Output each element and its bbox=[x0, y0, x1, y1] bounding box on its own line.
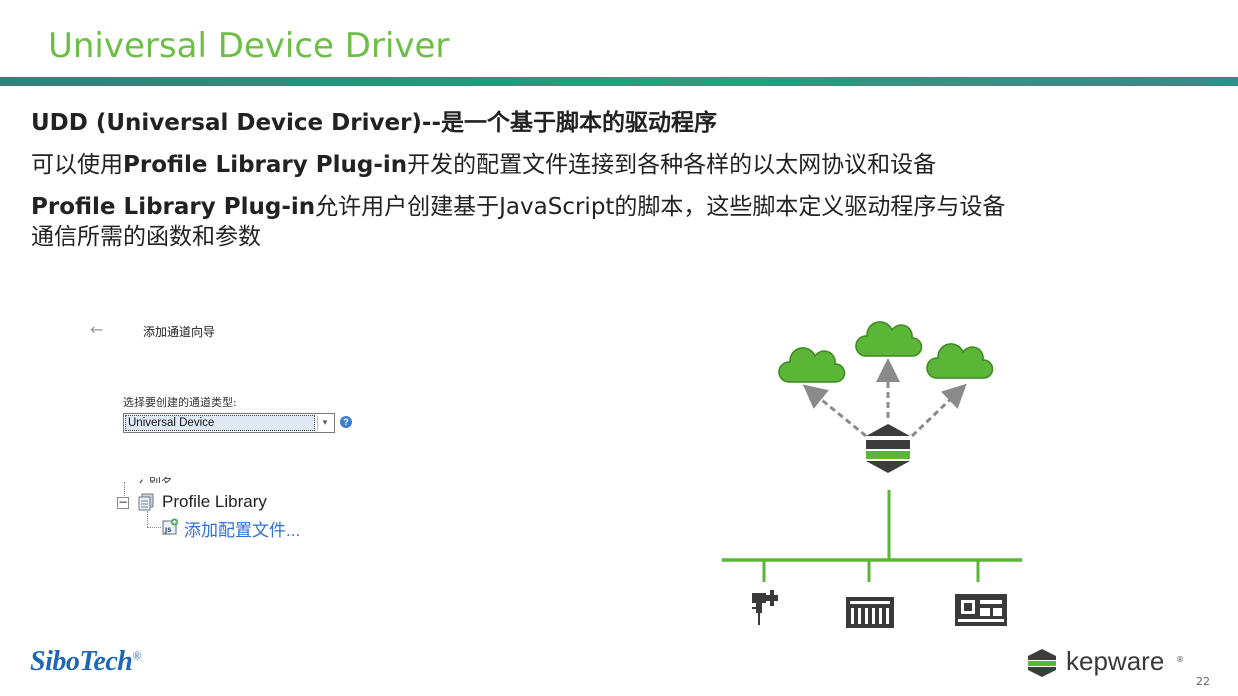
chevron-down-icon[interactable]: ▾ bbox=[317, 416, 332, 430]
slide-title: Universal Device Driver bbox=[48, 26, 450, 66]
javascript-file-icon: JS bbox=[162, 518, 178, 535]
registered-mark: ® bbox=[132, 648, 141, 663]
bullet-udd: UDD (Universal Device Driver)--是一个基于脚本的驱… bbox=[31, 108, 1131, 138]
documents-icon bbox=[138, 493, 154, 511]
bullet-udd-bold: UDD (Universal Device Driver)-- bbox=[31, 110, 442, 136]
sensor-device-icon bbox=[752, 590, 778, 625]
bullet-js-rest: 允许用户创建基于JavaScript的脚本，这些脚本定义驱动程序与设备 bbox=[315, 194, 1006, 220]
page-number: 22 bbox=[1196, 675, 1210, 688]
cloud-icon bbox=[926, 343, 994, 379]
sibotech-logo-text: SiboTech bbox=[30, 646, 133, 677]
tree-item-partial: ✓ 别名 bbox=[135, 476, 173, 483]
sibotech-logo: SiboTech® bbox=[30, 646, 141, 678]
registered-mark: ® bbox=[1176, 655, 1184, 664]
uplink-arrow bbox=[910, 383, 967, 438]
title-divider bbox=[0, 77, 1238, 86]
kepware-logo-text: kepware bbox=[1066, 646, 1165, 676]
cloud-icon bbox=[855, 321, 923, 357]
bullet-profile-pre: 可以使用 bbox=[31, 152, 123, 178]
bullet-profile-library: 可以使用Profile Library Plug-in开发的配置文件连接到各种各… bbox=[31, 150, 1131, 180]
tree-connector bbox=[147, 527, 161, 528]
add-profile-link[interactable]: 添加配置文件... bbox=[184, 521, 301, 540]
tree-item-profile-library[interactable]: Profile Library bbox=[162, 492, 267, 511]
bullet-js-bold: Profile Library Plug-in bbox=[31, 194, 316, 220]
svg-text:JS: JS bbox=[164, 527, 172, 534]
bullet-list: UDD (Universal Device Driver)--是一个基于脚本的驱… bbox=[31, 108, 1131, 252]
back-arrow-icon[interactable]: ← bbox=[90, 320, 104, 339]
controller-device-icon bbox=[955, 594, 1007, 626]
tree-collapse-icon[interactable]: − bbox=[117, 495, 129, 509]
channel-type-select[interactable]: Universal Device ▾ bbox=[123, 413, 335, 433]
help-icon[interactable]: ? bbox=[340, 416, 352, 428]
udd-network-diagram bbox=[722, 321, 1022, 628]
tree-connector bbox=[147, 511, 148, 527]
kepware-logo-icon bbox=[1028, 649, 1056, 677]
cloud-icon bbox=[778, 347, 846, 383]
channel-type-value: Universal Device bbox=[125, 415, 315, 431]
kepware-hub-icon bbox=[866, 424, 910, 473]
bullet-javascript: Profile Library Plug-in允许用户创建基于JavaScrip… bbox=[31, 192, 1131, 222]
bullet-profile-tail: 开发的配置文件连接到各种各样的以太网协议和设备 bbox=[407, 152, 937, 178]
bullet-udd-bold-tail: 是一个基于脚本的驱动程序 bbox=[441, 110, 718, 136]
plc-device-icon bbox=[846, 597, 894, 628]
bullet-profile-bold: Profile Library Plug-in bbox=[123, 152, 408, 178]
uplink-arrow bbox=[802, 384, 867, 438]
tree-connector bbox=[124, 482, 125, 496]
bullet-javascript-continuation: 通信所需的函数和参数 bbox=[31, 224, 261, 250]
channel-type-label: 选择要创建的通道类型: bbox=[123, 396, 237, 409]
wizard-title: 添加通道向导 bbox=[143, 325, 216, 339]
